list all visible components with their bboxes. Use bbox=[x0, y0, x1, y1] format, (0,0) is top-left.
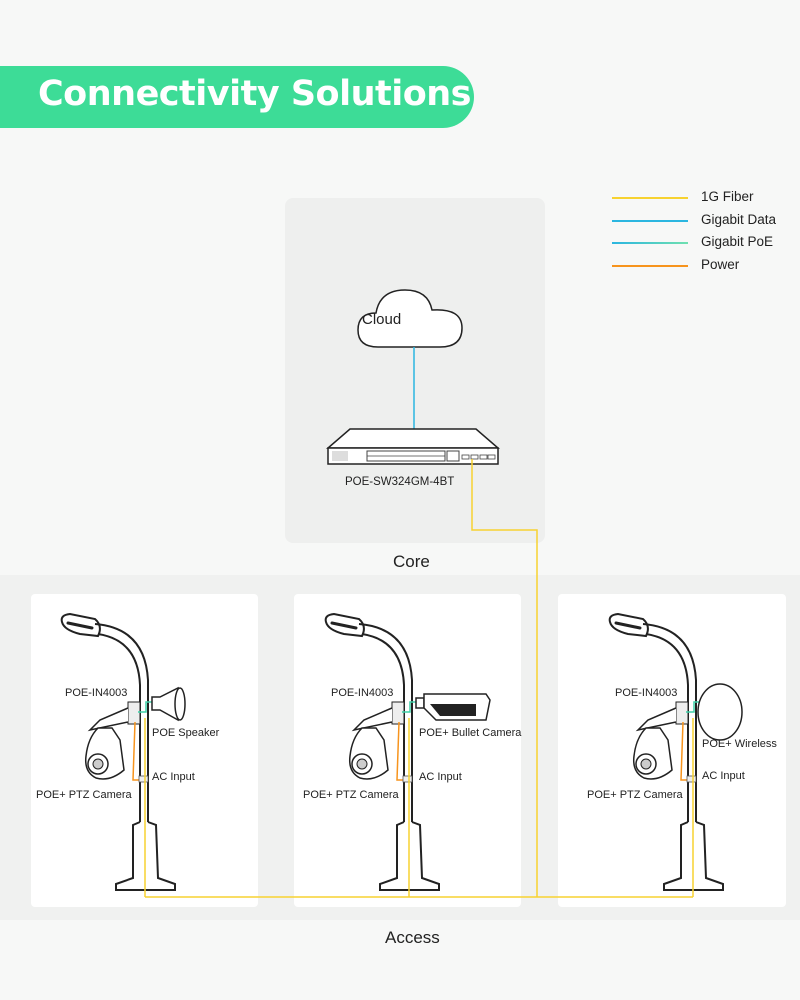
ac-input-label: AC Input bbox=[419, 771, 462, 783]
page-title: Connectivity Solutions bbox=[38, 74, 472, 114]
ac-input-label: AC Input bbox=[702, 770, 745, 782]
title-banner: Connectivity Solutions bbox=[0, 66, 474, 128]
core-section-label: Core bbox=[393, 552, 430, 571]
pole-2 bbox=[324, 612, 491, 899]
switch-label: POE-SW324GM-4BT bbox=[345, 476, 455, 488]
legend-item-power: Power bbox=[612, 256, 792, 279]
device-label: POE+ Wireless bbox=[702, 738, 777, 750]
injector-label: POE-IN4003 bbox=[331, 687, 394, 699]
device-label: POE+ Bullet Camera bbox=[419, 727, 522, 739]
access-section-label: Access bbox=[385, 928, 440, 947]
camera-label: POE+ PTZ Camera bbox=[36, 789, 132, 801]
device-label: POE Speaker bbox=[152, 727, 220, 739]
speaker-icon bbox=[151, 686, 179, 722]
cloud-icon bbox=[357, 289, 463, 348]
legend-swatch bbox=[612, 219, 688, 222]
ac-input-label: AC Input bbox=[152, 771, 195, 783]
bullet-camera-icon bbox=[415, 693, 491, 721]
pole-1 bbox=[60, 612, 186, 899]
camera-label: POE+ PTZ Camera bbox=[303, 789, 399, 801]
injector-label: POE-IN4003 bbox=[65, 687, 128, 699]
switch-icon bbox=[325, 428, 501, 465]
legend-label: Power bbox=[701, 256, 740, 272]
legend-item-data: Gigabit Data bbox=[612, 211, 792, 234]
legend-swatch bbox=[612, 197, 688, 199]
pole-3 bbox=[608, 612, 743, 899]
camera-label: POE+ PTZ Camera bbox=[587, 789, 683, 801]
cloud-label: Cloud bbox=[362, 311, 402, 328]
legend-swatch bbox=[612, 264, 688, 267]
fiber-link bbox=[145, 459, 693, 898]
legend-swatch bbox=[612, 242, 688, 244]
wireless-antenna-icon bbox=[697, 683, 743, 741]
legend-label: Gigabit PoE bbox=[701, 234, 774, 249]
legend-label: 1G Fiber bbox=[701, 189, 754, 204]
core-panel bbox=[285, 198, 545, 543]
legend-item-poe: Gigabit PoE bbox=[612, 233, 792, 256]
injector-label: POE-IN4003 bbox=[615, 687, 678, 699]
legend-item-fiber: 1G Fiber bbox=[612, 188, 792, 211]
legend-label: Gigabit Data bbox=[701, 211, 777, 227]
legend: 1G Fiber Gigabit Data Gigabit PoE Power bbox=[612, 188, 792, 278]
